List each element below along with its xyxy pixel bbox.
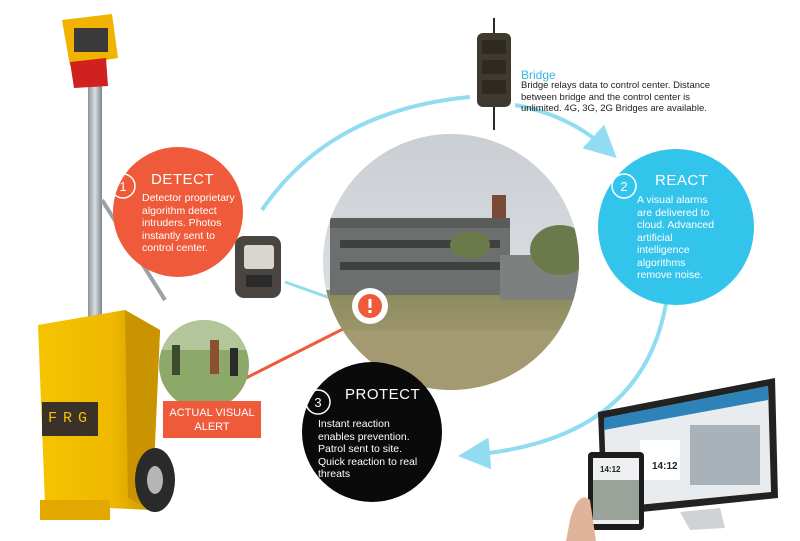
detect-number-badge [110,173,136,199]
control-center-monitor [598,378,778,530]
bridge-device-icon [477,18,511,130]
alert-photo [159,320,249,410]
tablet-time: 14:12 [600,465,621,474]
link-alert-to-scene [245,326,346,380]
protect-number-badge [305,389,331,415]
detect-title: DETECT [151,171,214,188]
frg-tower-unit [38,14,175,520]
protect-description: Instant reaction enables prevention. Pat… [318,418,418,480]
tower-beacon [70,58,108,88]
arc-react-to-protect [458,289,670,470]
tower-camera-lens [74,28,108,52]
detect-circle [113,147,243,277]
react-description: A visual alarms are delivered to cloud. … [637,194,715,281]
arc-bridge-to-react [514,103,617,159]
detect-description: Detector proprietary algorithm detect in… [142,192,235,254]
protect-title: PROTECT [345,386,421,403]
react-number-badge [611,173,637,199]
react-circle [598,149,754,305]
detect-number: 1 [119,178,127,194]
protect-circle [302,362,442,502]
flow-arcs [245,95,670,470]
motion-detector-camera-icon [235,236,281,298]
bridge-description: Bridge relays data to control center. Di… [521,80,711,114]
monitor-time: 14:12 [652,461,678,472]
control-center-tablet [588,452,644,530]
bridge-title: Bridge [521,68,556,82]
exclamation-alert-icon [352,288,388,324]
brand-plate-text: FRG [48,410,94,427]
react-number: 2 [620,178,628,194]
hand [566,497,596,541]
brand-plate [42,402,98,436]
scene-photo [323,134,579,390]
react-title: REACT [655,172,709,189]
arc-detect-to-bridge [260,95,471,212]
tower-pole [88,70,102,330]
protect-number: 3 [314,394,322,410]
actual-visual-alert-label: ACTUAL VISUAL ALERT [163,401,261,438]
